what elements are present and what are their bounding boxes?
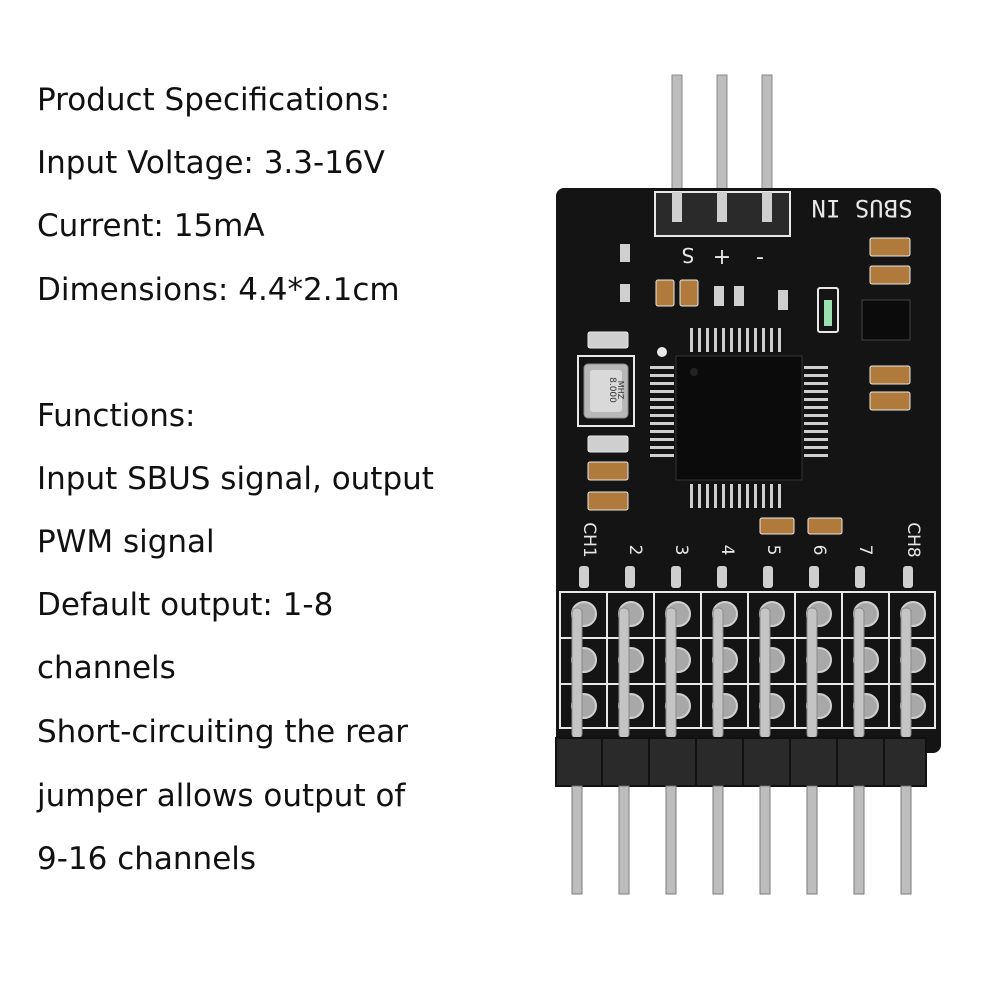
crystal-freq: 8.000: [607, 377, 617, 403]
spec-voltage: Input Voltage: 3.3-16V: [37, 145, 385, 181]
function-line-1: Input SBUS signal, output: [37, 461, 434, 497]
output-header-housing: [555, 737, 927, 787]
sbus-decoder-board-image: SBUS IN S + - 8.000 MHZ: [555, 74, 941, 895]
output-pin-grid: [559, 591, 936, 729]
function-line-3: Default output: 1-8: [37, 587, 334, 623]
crystal-unit: MHZ: [616, 381, 625, 400]
channel-label-7: 7: [855, 545, 875, 556]
channel-label-6: 6: [809, 545, 829, 556]
channel-label-3: 3: [671, 545, 691, 556]
output-pins-bent: [571, 607, 912, 739]
functions-heading: Functions:: [37, 398, 196, 434]
spec-current: Current: 15mA: [37, 208, 265, 244]
function-line-4: channels: [37, 650, 176, 686]
output-pins-bottom: [571, 785, 912, 895]
sbus-in-label: SBUS IN: [811, 194, 912, 222]
pin-s-label: S: [682, 243, 695, 267]
channel-label-1: CH1: [579, 522, 599, 557]
channel-label-4: 4: [717, 545, 737, 556]
smd-components: [587, 237, 911, 535]
pin-plus-label: +: [713, 245, 731, 270]
crystal-oscillator: 8.000 MHZ: [577, 355, 635, 427]
channel-resistors: [579, 566, 913, 588]
function-line-5: Short-circuiting the rear: [37, 714, 408, 750]
chip-pins: [650, 328, 828, 508]
function-line-2: PWM signal: [37, 524, 215, 560]
function-line-6: jumper allows output of: [37, 778, 406, 814]
channel-label-8: CH8: [903, 522, 923, 557]
function-line-7: 9-16 channels: [37, 841, 257, 877]
channel-labels: CH1 2 3 4 5 6 7 CH8: [579, 522, 923, 557]
spec-dimensions: Dimensions: 4.4*2.1cm: [37, 272, 400, 308]
channel-label-5: 5: [763, 545, 783, 556]
pin-minus-label: -: [756, 245, 764, 270]
spec-heading: Product Specifications:: [37, 82, 391, 118]
channel-label-2: 2: [625, 545, 645, 556]
microcontroller-chip: [675, 355, 803, 481]
